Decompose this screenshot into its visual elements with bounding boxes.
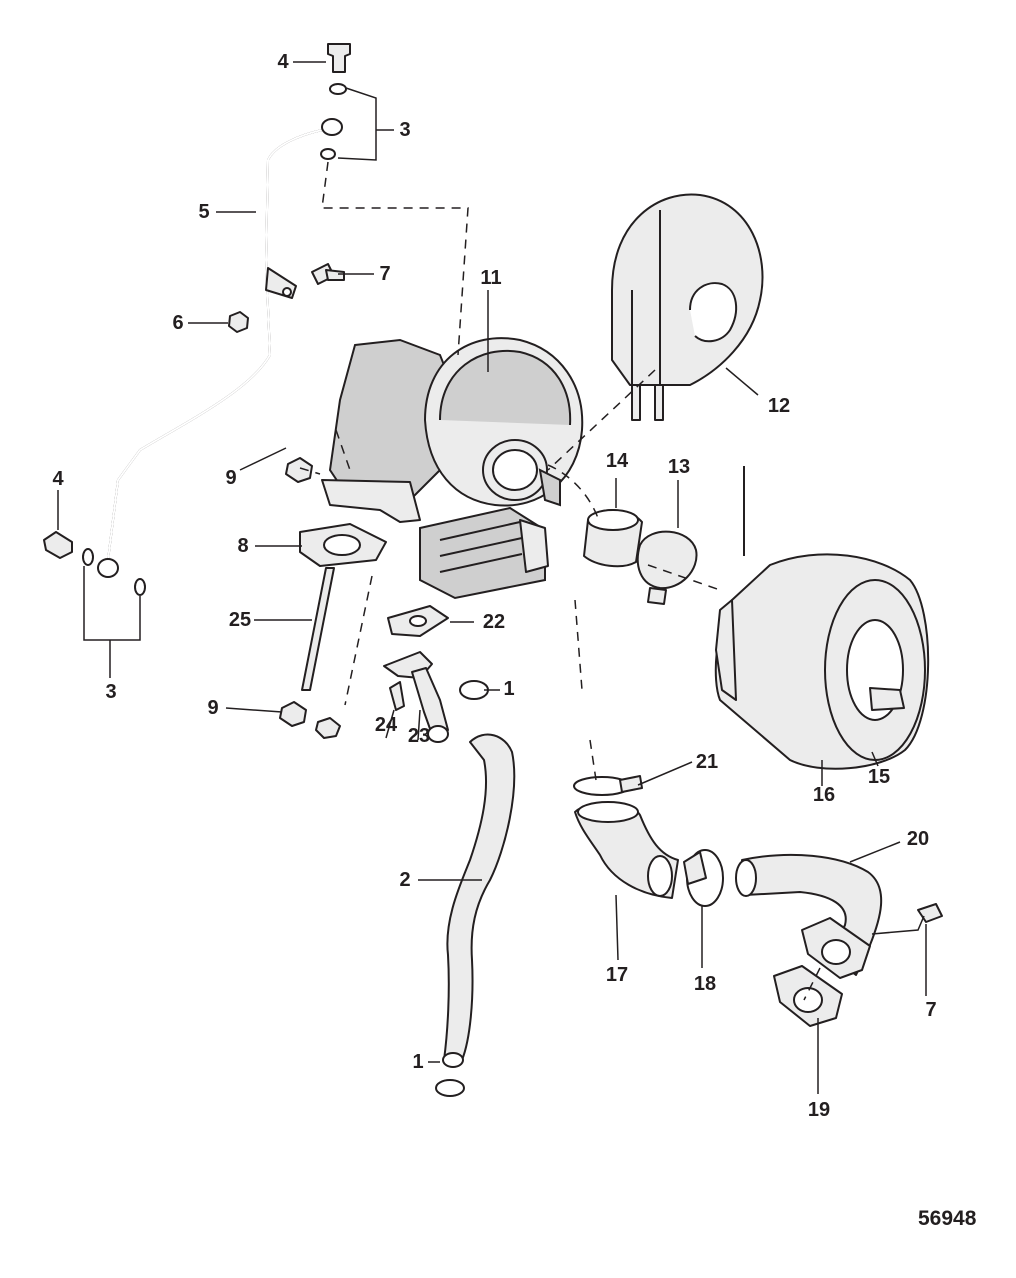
air-filter-element-15 <box>824 579 926 761</box>
hose-clamp-18 <box>683 849 724 907</box>
leader-lines <box>57 61 927 1094</box>
oil-return-hose-2 <box>442 733 516 1068</box>
callout-7-upper: 7 <box>379 263 391 285</box>
callout-23: 23 <box>407 725 431 747</box>
hose-clamp-1-upper <box>459 680 489 700</box>
turbocharger-11 <box>321 337 584 600</box>
filter-cover-12 <box>611 193 764 421</box>
callout-4-upper: 4 <box>277 51 289 73</box>
gasket-8 <box>299 523 387 567</box>
callout-1-upper: 1 <box>503 678 515 700</box>
callout-8: 8 <box>237 535 249 557</box>
hose-clamp-13 <box>636 530 698 605</box>
callout-5: 5 <box>198 201 210 223</box>
callout-16: 16 <box>812 784 836 806</box>
flange-nut-9-upper <box>285 457 313 483</box>
bolt-7-upper <box>311 263 345 285</box>
callout-9-lower: 9 <box>207 697 219 719</box>
banjo-bolt-4-left <box>43 531 73 559</box>
callout-22: 22 <box>482 611 506 633</box>
sealing-washer-3-lower <box>320 148 336 160</box>
callout-11: 11 <box>480 267 502 289</box>
flange-nut-9-extra <box>315 717 341 739</box>
callout-18: 18 <box>693 973 717 995</box>
callout-15: 15 <box>867 766 891 788</box>
gasket-22 <box>387 605 449 637</box>
figure-number: 56948 <box>918 1207 977 1230</box>
callout-17: 17 <box>605 964 629 986</box>
callout-6: 6 <box>172 312 184 334</box>
oil-feed-line-5 <box>97 118 343 578</box>
sealing-washer-3-upper <box>329 83 347 95</box>
callout-20: 20 <box>906 828 930 850</box>
callout-1-lower: 1 <box>412 1051 424 1073</box>
callout-7-lower: 7 <box>925 999 937 1021</box>
sealing-washer-3-left-a <box>82 548 94 566</box>
callout-2: 2 <box>399 869 411 891</box>
callout-3-upper: 3 <box>399 119 411 141</box>
assembly-dash-lines <box>299 161 821 1001</box>
callout-24: 24 <box>374 714 398 736</box>
hose-clamp-1-lower <box>435 1079 465 1097</box>
callout-9-upper: 9 <box>225 467 237 489</box>
callout-14: 14 <box>605 450 629 472</box>
callout-25: 25 <box>228 609 252 631</box>
gasket-19-upper <box>801 917 871 979</box>
flange-nut-9-lower <box>279 701 307 727</box>
callout-4-left: 4 <box>52 468 64 490</box>
callout-3-lower: 3 <box>105 681 117 703</box>
sealing-washer-3-left-b <box>134 578 146 596</box>
nut-6 <box>228 311 249 333</box>
bolt-24 <box>389 681 405 711</box>
intake-elbow-17 <box>574 801 679 899</box>
callout-13: 13 <box>667 456 691 478</box>
coupler-14 <box>583 509 643 568</box>
hose-clamp-21-tab <box>619 775 643 793</box>
callout-19: 19 <box>807 1099 831 1121</box>
callout-21: 21 <box>695 751 719 773</box>
callout-12: 12 <box>767 395 791 417</box>
stud-25 <box>301 567 335 691</box>
oil-drain-tube-23 <box>383 651 449 743</box>
bolt-7-lower <box>917 903 943 923</box>
banjo-bolt-4-top <box>327 43 351 73</box>
gasket-19-lower <box>773 965 843 1027</box>
